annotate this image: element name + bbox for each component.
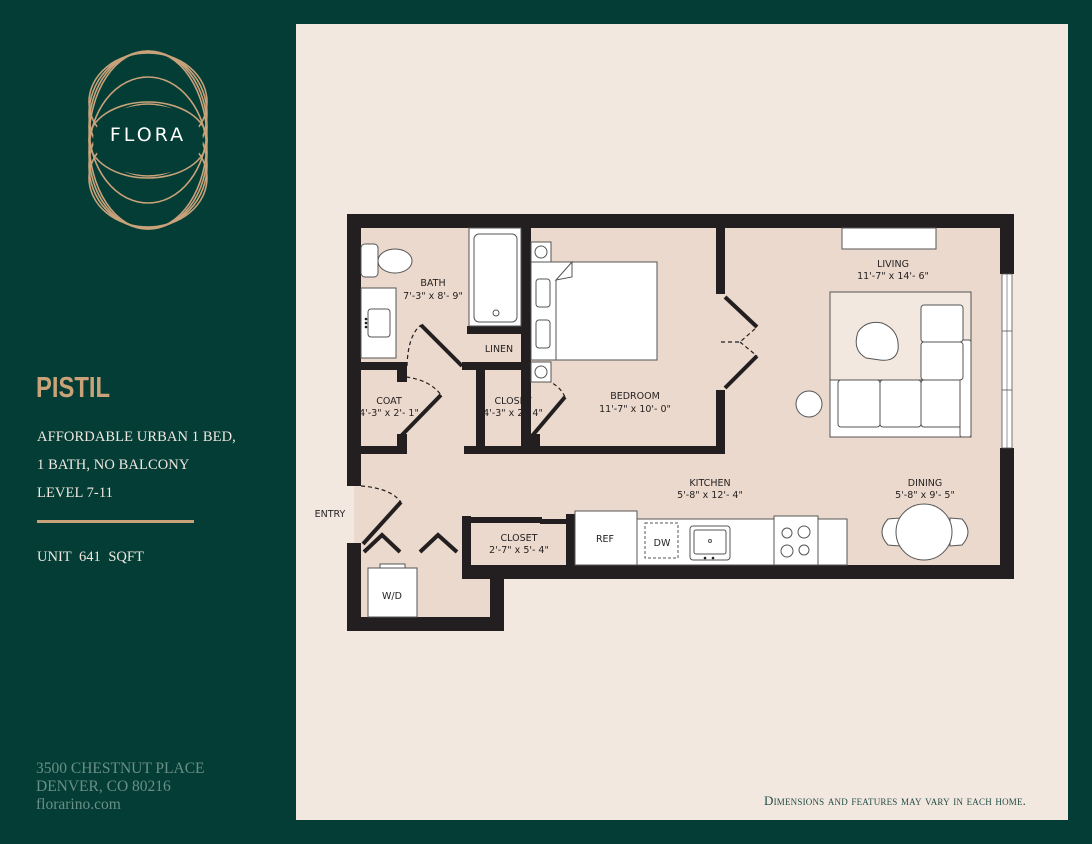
appliance-label-ref: REF bbox=[596, 534, 614, 545]
range bbox=[773, 515, 819, 566]
unit-description-line-1: AFFORDABLE URBAN 1 BED, bbox=[37, 429, 236, 445]
room-label-bath: BATH bbox=[420, 278, 445, 289]
doors bbox=[361, 295, 759, 554]
room-dims-entry-closet: 2'-7" x 5'- 4" bbox=[489, 545, 549, 556]
room-label-entry: ENTRY bbox=[315, 509, 346, 520]
room-label-linen: LINEN bbox=[485, 344, 513, 355]
room-label-closet: CLOSET bbox=[495, 396, 532, 407]
pillow bbox=[535, 278, 551, 308]
toilet-bowl bbox=[377, 248, 413, 274]
dining-chair bbox=[881, 517, 901, 547]
sink-knobs bbox=[364, 317, 715, 560]
toilet-tank bbox=[360, 243, 379, 278]
room-dims-dining: 5'-8" x 9'- 5" bbox=[895, 490, 955, 501]
room-label-kitchen: KITCHEN bbox=[689, 478, 730, 489]
coffee-table bbox=[855, 321, 899, 361]
window bbox=[1001, 273, 1013, 449]
room-label-bedroom: BEDROOM bbox=[610, 391, 660, 402]
appliance-label-dw: DW bbox=[654, 538, 671, 549]
dishwasher bbox=[644, 522, 679, 559]
appliance-label-wd: W/D bbox=[382, 591, 402, 602]
room-dims-kitchen: 5'-8" x 12'- 4" bbox=[677, 490, 743, 501]
room-dims-bedroom: 11'-7" x 10'- 0" bbox=[599, 404, 671, 415]
room-label-living: LIVING bbox=[877, 259, 909, 270]
concentric-ellipses-logo-icon bbox=[88, 50, 208, 230]
pillow bbox=[535, 319, 551, 349]
room-dims-bath: 7'-3" x 8'- 9" bbox=[403, 291, 463, 302]
dining-table bbox=[895, 503, 953, 561]
unit-sqft: UNIT 641 SQFT bbox=[37, 549, 144, 565]
website-link[interactable]: florarino.com bbox=[36, 796, 121, 813]
unit-description-line-2: 1 BATH, NO BALCONY bbox=[37, 457, 190, 473]
room-dims-living: 11'-7" x 14'- 6" bbox=[857, 271, 929, 282]
gold-divider bbox=[37, 520, 194, 523]
address-city: DENVER, CO 80216 bbox=[36, 778, 171, 795]
room-dims-closet: 4'-3" x 2'- 4" bbox=[483, 408, 543, 419]
address-street: 3500 CHESTNUT PLACE bbox=[36, 760, 205, 777]
unit-name: PISTIL bbox=[36, 372, 110, 404]
unit-level: LEVEL 7-11 bbox=[37, 485, 114, 501]
room-label-coat: COAT bbox=[376, 396, 402, 407]
washer-dryer bbox=[367, 567, 418, 618]
room-dims-coat: 4'-3" x 2'- 1" bbox=[359, 408, 419, 419]
room-label-dining: DINING bbox=[908, 478, 943, 489]
disclaimer-text: Dimensions and features may vary in each… bbox=[764, 793, 1027, 808]
logo-wordmark: FLORA bbox=[109, 124, 187, 146]
sink bbox=[367, 308, 391, 338]
tv-console bbox=[841, 227, 937, 250]
fixtures bbox=[360, 227, 972, 618]
side-table bbox=[795, 390, 823, 418]
bed bbox=[530, 261, 658, 361]
dining-chair bbox=[949, 517, 969, 547]
flora-logo: FLORA bbox=[86, 48, 210, 232]
sidebar: FLORA PISTIL AFFORDABLE URBAN 1 BED, 1 B… bbox=[0, 0, 296, 844]
room-label-entry-closet: CLOSET bbox=[501, 533, 538, 544]
walls bbox=[347, 214, 1014, 631]
